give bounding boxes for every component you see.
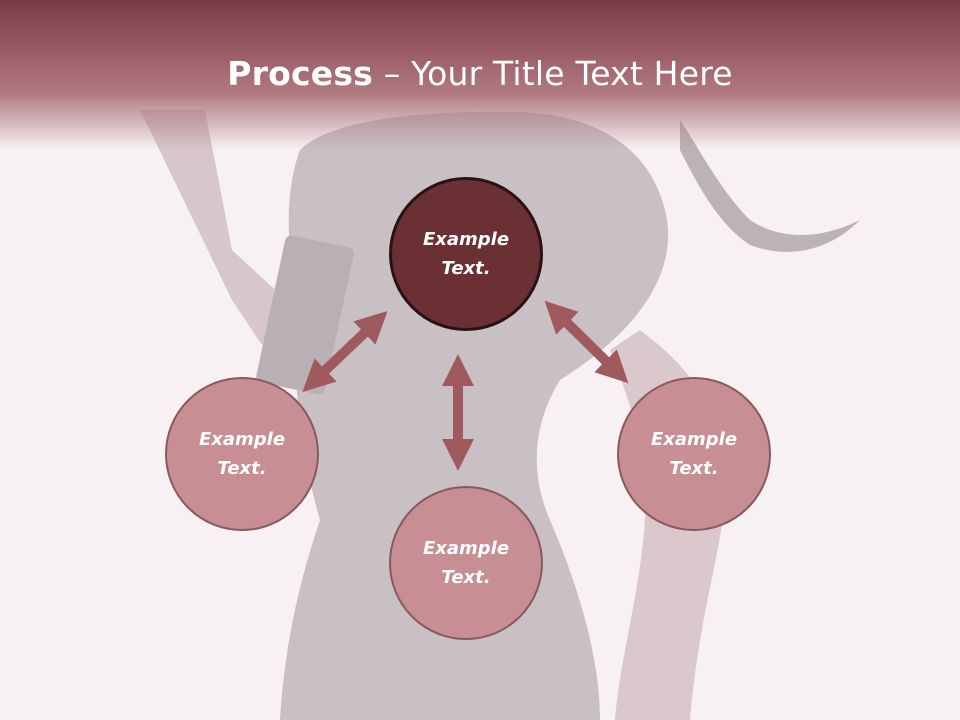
- title-band: [0, 0, 960, 150]
- node-bottom-line2: Text.: [441, 567, 491, 588]
- photo-braid: [680, 120, 860, 252]
- node-left-line1: Example: [198, 429, 286, 450]
- node-right: Example Text.: [617, 377, 771, 531]
- node-top-line1: Example: [422, 229, 510, 250]
- title-bold: Process: [227, 54, 374, 93]
- photo-torso: [280, 111, 669, 720]
- photo-raised-arm: [140, 110, 286, 345]
- node-left-line2: Text.: [217, 458, 267, 479]
- node-left: Example Text.: [165, 377, 319, 531]
- node-top: Example Text.: [389, 177, 543, 331]
- node-bottom-line1: Example: [422, 538, 510, 559]
- node-right-line2: Text.: [669, 458, 719, 479]
- page-title: Process – Your Title Text Here: [0, 52, 960, 96]
- node-bottom: Example Text.: [389, 486, 543, 640]
- node-right-line1: Example: [650, 429, 738, 450]
- arrow-top-left: [302, 310, 388, 393]
- title-rest: – Your Title Text Here: [373, 54, 733, 93]
- arrow-top-right: [544, 300, 629, 384]
- node-top-line2: Text.: [441, 258, 491, 279]
